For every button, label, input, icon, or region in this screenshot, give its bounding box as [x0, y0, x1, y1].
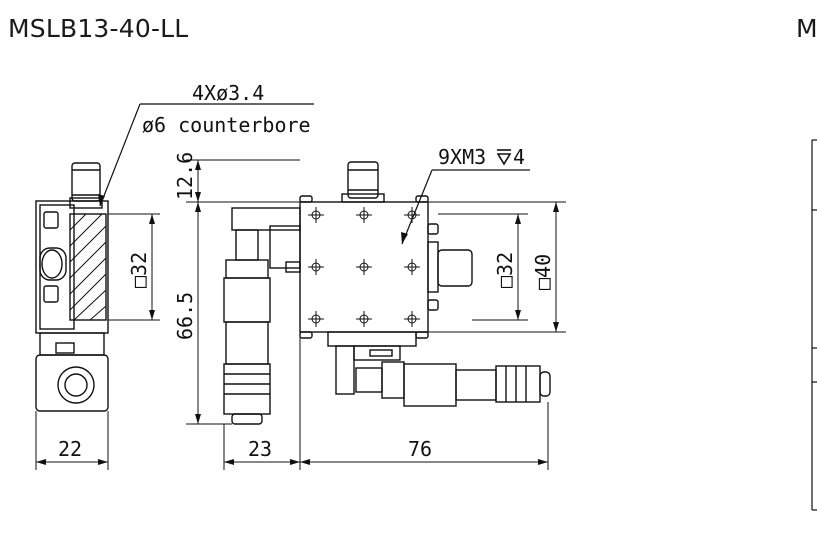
counterbore-leader: [98, 103, 314, 207]
cropped-right-view: [811, 139, 817, 511]
dim-square-32-front: □32: [493, 252, 517, 288]
drawing-title-cropped: M: [796, 14, 817, 43]
depth-symbol-icon: [496, 149, 512, 166]
front-view: [223, 161, 551, 425]
tapped-depth-value: 4: [513, 145, 525, 169]
dim-square-40: □40: [531, 254, 555, 290]
counterbore-annotation: ø6 counterbore: [142, 113, 311, 137]
tapped-hole-grid: [308, 207, 420, 327]
front-view-dimensions: [186, 159, 566, 470]
tapped-hole-annotation: 9XM3: [438, 145, 486, 169]
dim-23: 23: [248, 437, 272, 461]
dim-76: 76: [408, 437, 432, 461]
dim-66-5: 66.5: [173, 292, 197, 340]
tapped-hole-leader: [401, 169, 530, 245]
dim-12-6: 12.6: [173, 152, 197, 200]
holes-annotation: 4Xø3.4: [192, 81, 264, 105]
dim-square-32-side: □32: [127, 252, 151, 288]
side-view-dimensions: [35, 213, 160, 470]
side-view: [35, 162, 109, 412]
drawing-title: MSLB13-40-LL: [8, 14, 189, 43]
dim-22: 22: [58, 437, 82, 461]
